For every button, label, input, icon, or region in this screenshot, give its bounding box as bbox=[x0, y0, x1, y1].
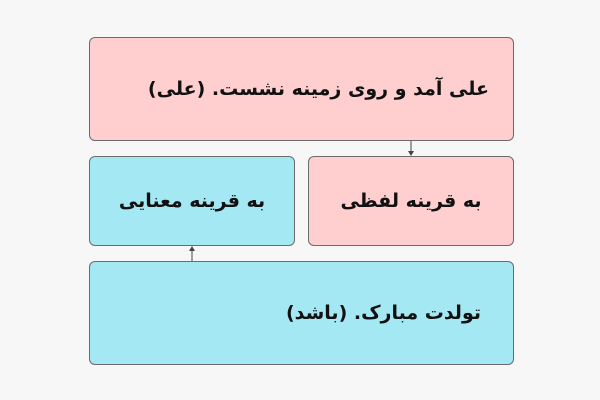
example-box-ali: علی آمد و روی زمینه نشست. (علی) bbox=[89, 37, 514, 141]
lexical-context-label: به قرینه لفظی bbox=[340, 190, 482, 212]
example-box-birthday: تولدت مبارک. (باشد) bbox=[89, 261, 514, 365]
example-birthday-text: تولدت مبارک. (باشد) bbox=[285, 302, 481, 324]
semantic-context-label: به قرینه معنایی bbox=[118, 190, 266, 212]
arrowhead-bottom-to-mid-left bbox=[189, 246, 195, 251]
example-ali-text: علی آمد و روی زمینه نشست. (علی) bbox=[147, 78, 489, 100]
lexical-context-box: به قرینه لفظی bbox=[308, 156, 514, 246]
semantic-context-box: به قرینه معنایی bbox=[89, 156, 295, 246]
